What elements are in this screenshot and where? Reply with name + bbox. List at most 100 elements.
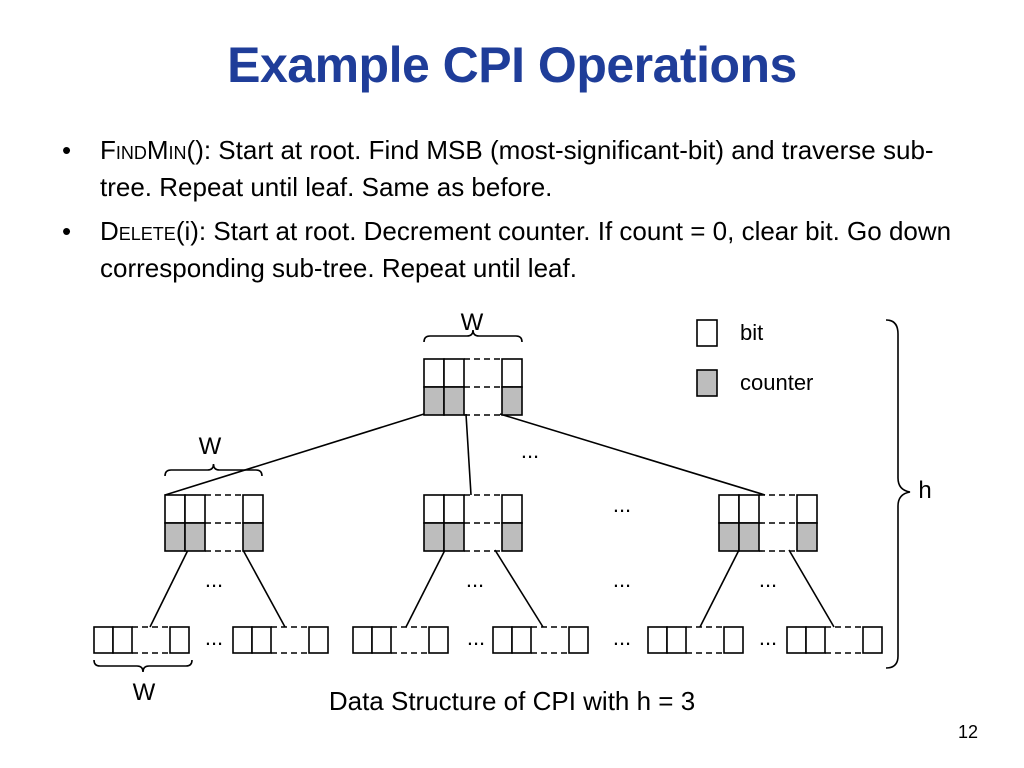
bit-cell — [371, 626, 392, 654]
diagram-labels: W W W.............................. h — [133, 309, 932, 706]
bit-cell — [184, 494, 206, 524]
bit-cell — [308, 626, 329, 654]
ellipsis: ... — [759, 567, 777, 592]
counter-cell — [443, 386, 465, 416]
tree-edge — [788, 549, 835, 628]
leaf-node — [647, 626, 744, 654]
op-desc-findmin: (): Start at root. Find MSB (most-signif… — [100, 135, 934, 202]
height-bracket — [885, 319, 911, 669]
op-desc-delete: (i): Start at root. Decrement counter. I… — [100, 216, 952, 283]
bit-cell — [492, 626, 513, 654]
legend: bit counter — [696, 319, 813, 397]
diagram-caption: Data Structure of CPI with h = 3 — [0, 686, 1024, 717]
bit-cell — [805, 626, 826, 654]
ellipsis: ... — [205, 625, 223, 650]
counter-cell — [423, 522, 445, 552]
ellipsis: ... — [613, 625, 631, 650]
w-label: W — [133, 679, 156, 706]
bit-cell — [443, 494, 465, 524]
ellipsis: ... — [613, 567, 631, 592]
h-label: h — [918, 477, 931, 504]
bit-cell — [862, 626, 883, 654]
counter-cell — [718, 522, 740, 552]
counter-cell — [738, 522, 760, 552]
bit-cell — [718, 494, 740, 524]
cpi-node — [164, 494, 264, 552]
leaf-node — [232, 626, 329, 654]
leaf-node — [93, 626, 190, 654]
w-label: W — [199, 433, 222, 460]
bit-cell — [112, 626, 133, 654]
bit-cell — [647, 626, 668, 654]
bit-cell — [242, 494, 264, 524]
bullet-dot: • — [62, 216, 72, 246]
width-brace — [423, 329, 523, 343]
counter-cell — [443, 522, 465, 552]
ellipsis: ... — [521, 438, 539, 463]
bit-cell — [501, 358, 523, 388]
counter-cell — [501, 522, 523, 552]
tree-edge — [499, 413, 766, 496]
counter-cell — [164, 522, 186, 552]
counter-cell — [423, 386, 445, 416]
w-label: W — [461, 309, 484, 336]
bullet-delete: • Delete(i): Start at root. Decrement co… — [62, 213, 962, 287]
cpi-node — [423, 358, 523, 416]
bit-cell — [568, 626, 589, 654]
cpi-node — [718, 494, 818, 552]
bit-cell — [796, 494, 818, 524]
tree-edge — [242, 549, 286, 628]
ellipsis: ... — [466, 567, 484, 592]
page-number: 12 — [957, 722, 978, 742]
legend-bit-label: bit — [740, 320, 763, 345]
bit-cell — [786, 626, 807, 654]
bit-cell — [164, 494, 186, 524]
ellipsis: ... — [467, 625, 485, 650]
slide-title: Example CPI Operations — [227, 37, 797, 93]
bit-cell — [723, 626, 744, 654]
ellipsis: ... — [205, 567, 223, 592]
bit-cell — [232, 626, 253, 654]
ellipsis: ... — [759, 625, 777, 650]
bit-cell — [511, 626, 532, 654]
bit-cell — [666, 626, 687, 654]
tree-nodes — [164, 358, 818, 552]
counter-cell — [501, 386, 523, 416]
leaf-node — [352, 626, 449, 654]
tree-edge — [405, 549, 446, 628]
legend-counter-label: counter — [740, 370, 813, 395]
op-name-delete: Delete — [100, 216, 176, 246]
leaf-node — [492, 626, 589, 654]
bullet-list: • FindMin(): Start at root. Find MSB (mo… — [62, 132, 962, 294]
bit-cell — [738, 494, 760, 524]
bit-cell — [423, 494, 445, 524]
bit-cell — [93, 626, 114, 654]
leaf-node — [786, 626, 883, 654]
tree-edge — [164, 413, 425, 496]
ellipsis: ... — [613, 492, 631, 517]
tree-edge — [149, 549, 189, 628]
tree-edge — [494, 549, 544, 628]
counter-cell — [242, 522, 264, 552]
tree-edges — [149, 413, 835, 628]
bit-cell — [352, 626, 373, 654]
bit-cell — [443, 358, 465, 388]
legend-bit-swatch — [696, 319, 718, 347]
counter-cell — [184, 522, 206, 552]
caption-text: Data Structure of CPI with h = 3 — [328, 686, 696, 716]
op-name-findmin: FindMin — [100, 135, 187, 165]
legend-counter-swatch — [696, 369, 718, 397]
leaf-nodes — [93, 626, 883, 654]
bit-cell — [169, 626, 190, 654]
width-brace — [93, 659, 193, 673]
bit-cell — [428, 626, 449, 654]
cpi-node — [423, 494, 523, 552]
bit-cell — [251, 626, 272, 654]
width-braces — [93, 319, 911, 673]
tree-edge — [465, 413, 472, 496]
counter-cell — [796, 522, 818, 552]
bit-cell — [423, 358, 445, 388]
bullet-dot: • — [62, 135, 72, 165]
tree-edge — [699, 549, 740, 628]
